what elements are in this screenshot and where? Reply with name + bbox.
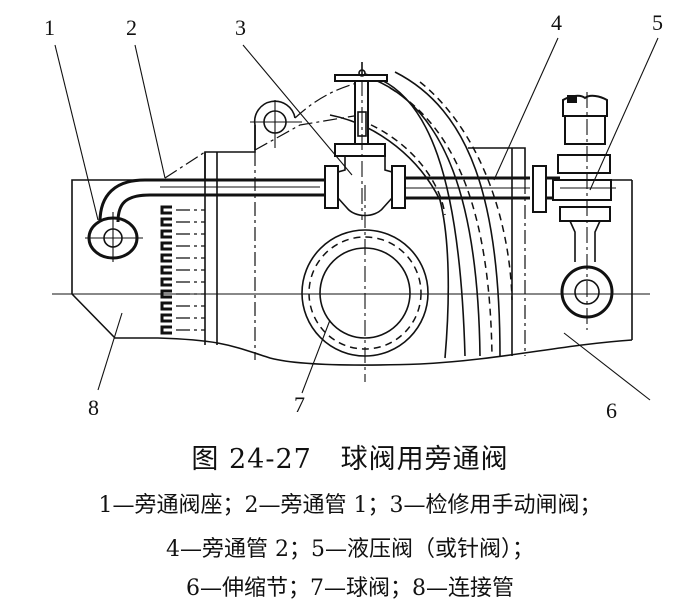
fin (160, 205, 172, 215)
fin (160, 277, 172, 287)
pipe-outline-dashed (164, 114, 361, 179)
fin (160, 289, 172, 299)
connecting-pipe-body (71, 125, 633, 366)
fin (160, 217, 172, 227)
legend-line-2: 4—旁通管 2；5—液压阀（或针阀）； (166, 537, 534, 562)
fin (160, 241, 172, 251)
figure-caption-title: 图 24-27 球阀用旁通阀 (191, 444, 509, 475)
bypass-pipe-2 (405, 165, 560, 213)
leader-lines (54, 37, 659, 401)
legend-line-3: 6—伸缩节；7—球阀；8—连接管 (186, 576, 514, 601)
legend-line-1: 1—旁通阀座；2—旁通管 1；3—检修用手动闸阀； (98, 493, 602, 518)
hydraulic-valve (552, 92, 616, 330)
fin (160, 229, 172, 239)
fin (160, 301, 172, 311)
callout-3: 3 (235, 15, 246, 40)
gate-valve (320, 62, 406, 220)
expansion-joint-arcs (329, 71, 513, 359)
fin (160, 253, 172, 263)
callout-1: 1 (44, 15, 55, 40)
bypass-pipe-1 (98, 178, 320, 223)
fin (160, 313, 172, 323)
callout-7: 7 (294, 392, 305, 417)
callout-4: 4 (551, 10, 562, 35)
bypass-valve-diagram: 1 2 3 4 5 6 7 8 (44, 10, 663, 423)
finned-section (160, 205, 205, 335)
fin (160, 325, 172, 335)
callout-8: 8 (88, 395, 99, 420)
ball-valve (301, 185, 429, 382)
callout-2: 2 (126, 15, 137, 40)
fin (160, 265, 172, 275)
callout-5: 5 (652, 10, 663, 35)
bypass-valve-seat (85, 212, 143, 262)
callout-6: 6 (606, 398, 617, 423)
lifting-lug (250, 81, 361, 150)
